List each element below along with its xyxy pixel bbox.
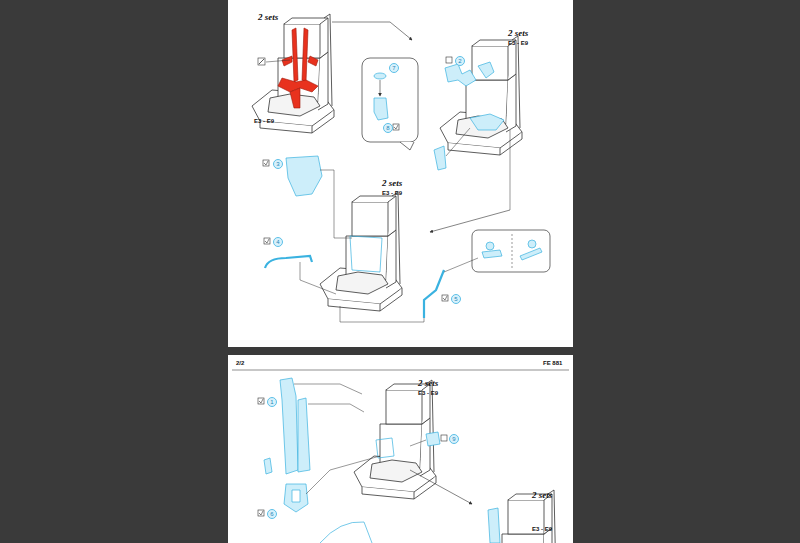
- callout-number: 3: [273, 159, 283, 169]
- set-count: 2 sets: [532, 490, 552, 500]
- part-code: E3 - E9: [418, 390, 438, 396]
- callout-number: 5: [451, 294, 461, 304]
- callout-number: 4: [273, 237, 283, 247]
- page-number: FE 881: [543, 360, 562, 366]
- part-code: E3 - E9: [254, 118, 274, 124]
- part-code: E3 - E9: [382, 190, 402, 196]
- callout-number: 7: [389, 63, 399, 73]
- set-count: 2 sets: [418, 378, 438, 388]
- part-code: E3 - E9: [508, 40, 528, 46]
- callout-number: 2: [455, 56, 465, 66]
- callout-number: 6: [267, 509, 277, 519]
- callout-number: 1: [267, 397, 277, 407]
- page-number: 2/2: [236, 360, 244, 366]
- callout-number: 8: [383, 123, 393, 133]
- set-count: 2 sets: [382, 178, 402, 188]
- set-count: 2 sets: [508, 28, 528, 38]
- callout-number: 9: [449, 434, 459, 444]
- part-code: E3 - E9: [532, 526, 552, 532]
- set-count: 2 sets: [258, 12, 278, 22]
